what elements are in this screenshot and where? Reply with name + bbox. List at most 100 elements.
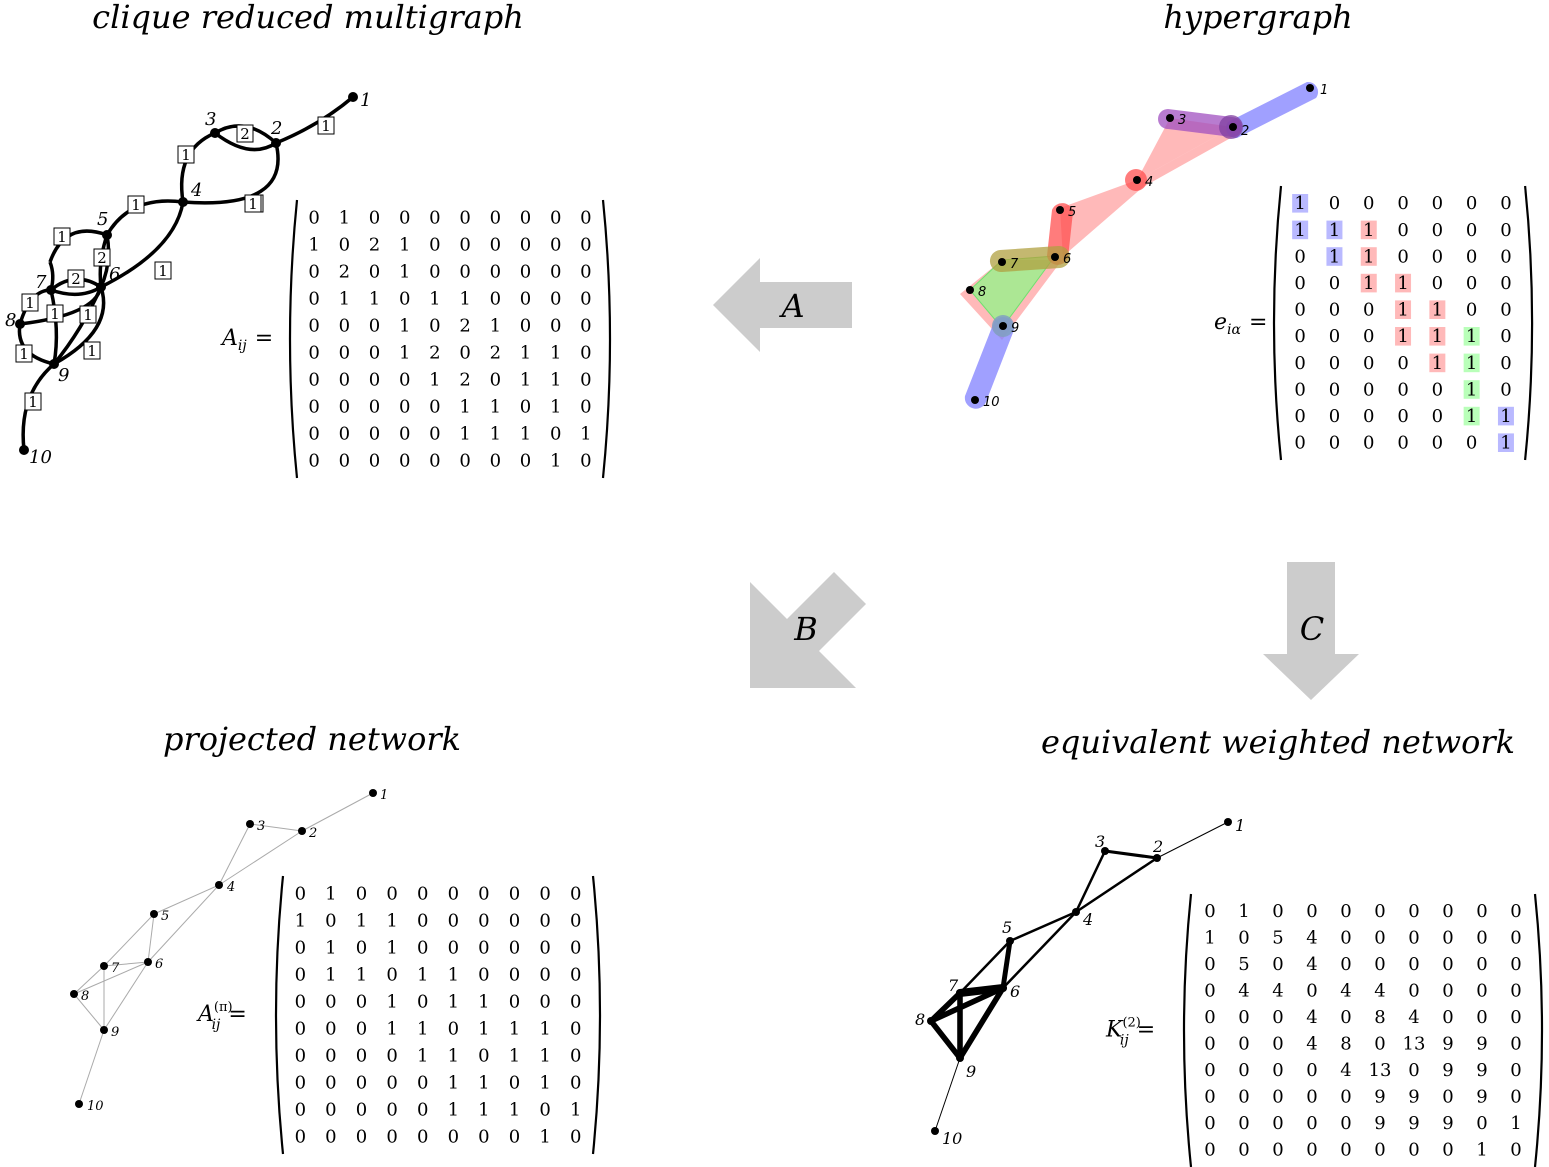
matrix-cell: 0 xyxy=(490,450,501,471)
matrix-cell: 0 xyxy=(1238,1140,1249,1161)
matrix-cell: 0 xyxy=(1363,326,1374,347)
matrix-cell: 0 xyxy=(295,1072,306,1093)
matrix-cell: 0 xyxy=(1204,981,1215,1002)
matrix-cell: 0 xyxy=(1294,326,1305,347)
matrix-cell: 1 xyxy=(570,1099,581,1120)
matrix-cell: 0 xyxy=(448,1018,459,1039)
matrix-cell: 0 xyxy=(1204,901,1215,922)
matrix-cell: 5 xyxy=(1272,928,1283,949)
matrix-cell: 0 xyxy=(1466,300,1477,321)
node-10 xyxy=(75,1100,83,1108)
matrix-cell: 0 xyxy=(520,450,531,471)
node-6 xyxy=(144,958,152,966)
matrix-cell: 0 xyxy=(1510,901,1521,922)
matrix-cell: 0 xyxy=(1306,981,1317,1002)
weighted-edge xyxy=(928,1018,963,1061)
matrix-cell: 0 xyxy=(356,937,367,958)
multigraph-panel: 1 2 1 1 1 1 2 1 1 2 1 1 1 1 1 1 12345678… xyxy=(5,90,612,479)
node-label-1: 1 xyxy=(1235,816,1245,835)
node-label-3: 3 xyxy=(205,109,216,130)
matrix-cell: 0 xyxy=(570,1072,581,1093)
svg-text:2: 2 xyxy=(97,249,107,267)
matrix-cell: 0 xyxy=(478,1126,489,1147)
svg-text:1: 1 xyxy=(181,146,191,164)
matrix-left-bracket xyxy=(1272,185,1283,461)
matrix-cell: 0 xyxy=(1329,273,1340,294)
matrix-cell: 0 xyxy=(386,964,397,985)
multigraph-edge xyxy=(50,285,102,297)
matrix-cell: 9 xyxy=(1408,1113,1419,1134)
matrix-cell: 0 xyxy=(386,1126,397,1147)
matrix-cell: 0 xyxy=(448,937,459,958)
projected-edge xyxy=(73,993,105,1031)
matrix-cell: 0 xyxy=(308,423,319,444)
node-label-9: 9 xyxy=(111,1025,119,1040)
matrix-cell: 0 xyxy=(490,234,501,255)
arrow-c-label: C xyxy=(1300,610,1324,648)
weighted-edge xyxy=(1156,821,1229,859)
matrix-cell: 5 xyxy=(1238,954,1249,975)
matrix-cell: 0 xyxy=(1408,901,1419,922)
svg-text:1: 1 xyxy=(25,294,35,312)
matrix-cell: 0 xyxy=(386,1045,397,1066)
matrix-cell: 9 xyxy=(1442,1060,1453,1081)
matrix-cell: 0 xyxy=(490,261,501,282)
matrix-cell: 0 xyxy=(369,369,380,390)
node-8 xyxy=(15,319,25,329)
matrix-cell: 1 xyxy=(295,910,306,931)
multigraph-edge-label: 1 xyxy=(317,116,335,135)
matrix-cell: 1 xyxy=(1466,406,1477,427)
node-label-7: 7 xyxy=(35,272,47,293)
matrix-cell: 0 xyxy=(1329,433,1340,454)
matrix-cell: 1 xyxy=(325,964,336,985)
matrix-cell-highlight xyxy=(1395,273,1412,293)
matrix-cell: 0 xyxy=(1294,433,1305,454)
node-7 xyxy=(956,989,964,997)
matrix-cell: 0 xyxy=(1510,928,1521,949)
matrix-cell: 0 xyxy=(339,423,350,444)
matrix-cell: 0 xyxy=(478,1045,489,1066)
matrix-cell: 0 xyxy=(386,1099,397,1120)
matrix-cell-highlight xyxy=(1360,247,1377,266)
matrix-cell: 9 xyxy=(1408,1087,1419,1108)
node-label-5: 5 xyxy=(1002,918,1012,937)
matrix-cell: 0 xyxy=(1363,300,1374,321)
matrix-cell: 0 xyxy=(570,883,581,904)
matrix-cell: 0 xyxy=(1374,1034,1385,1055)
weighted-edge xyxy=(1074,856,1159,914)
matrix-cell: 2 xyxy=(459,369,470,390)
projected-edge xyxy=(301,792,374,832)
matrix-cell: 0 xyxy=(1432,273,1443,294)
matrix-cell: 1 xyxy=(1476,1140,1487,1161)
matrix-cell: 1 xyxy=(1363,246,1374,267)
matrix-cell: 0 xyxy=(429,315,440,336)
matrix-cell: 0 xyxy=(1500,246,1511,267)
matrix-cell: 1 xyxy=(1500,433,1511,454)
matrix-cell: 0 xyxy=(1442,901,1453,922)
node-label-8: 8 xyxy=(81,989,89,1004)
weighted-edge xyxy=(1103,849,1159,860)
matrix-cell: 1 xyxy=(520,423,531,444)
node-9 xyxy=(999,322,1007,330)
matrix-cell: 0 xyxy=(356,1018,367,1039)
node-4 xyxy=(215,881,223,889)
matrix-cell: 0 xyxy=(1340,1007,1351,1028)
matrix-cell: 1 xyxy=(490,423,501,444)
svg-text:2: 2 xyxy=(71,270,81,288)
node-label-5: 5 xyxy=(161,909,169,924)
matrix-cell: 0 xyxy=(1294,300,1305,321)
matrix-cell: 0 xyxy=(325,910,336,931)
title-equivalent-weighted-network: equivalent weighted network xyxy=(1041,723,1515,761)
matrix-cell: 1 xyxy=(520,342,531,363)
matrix-label: A(π)ij= xyxy=(196,1000,247,1033)
matrix-cell: 1 xyxy=(478,991,489,1012)
matrix-cell: 0 xyxy=(1432,193,1443,214)
matrix-cell: 1 xyxy=(417,1018,428,1039)
matrix-cell: 0 xyxy=(1397,433,1408,454)
matrix-cell: 1 xyxy=(386,1018,397,1039)
matrix-cell: 0 xyxy=(1340,1113,1351,1134)
matrix-cell: 0 xyxy=(295,937,306,958)
node-label-3: 3 xyxy=(1178,113,1186,128)
matrix-cell: 9 xyxy=(1374,1087,1385,1108)
